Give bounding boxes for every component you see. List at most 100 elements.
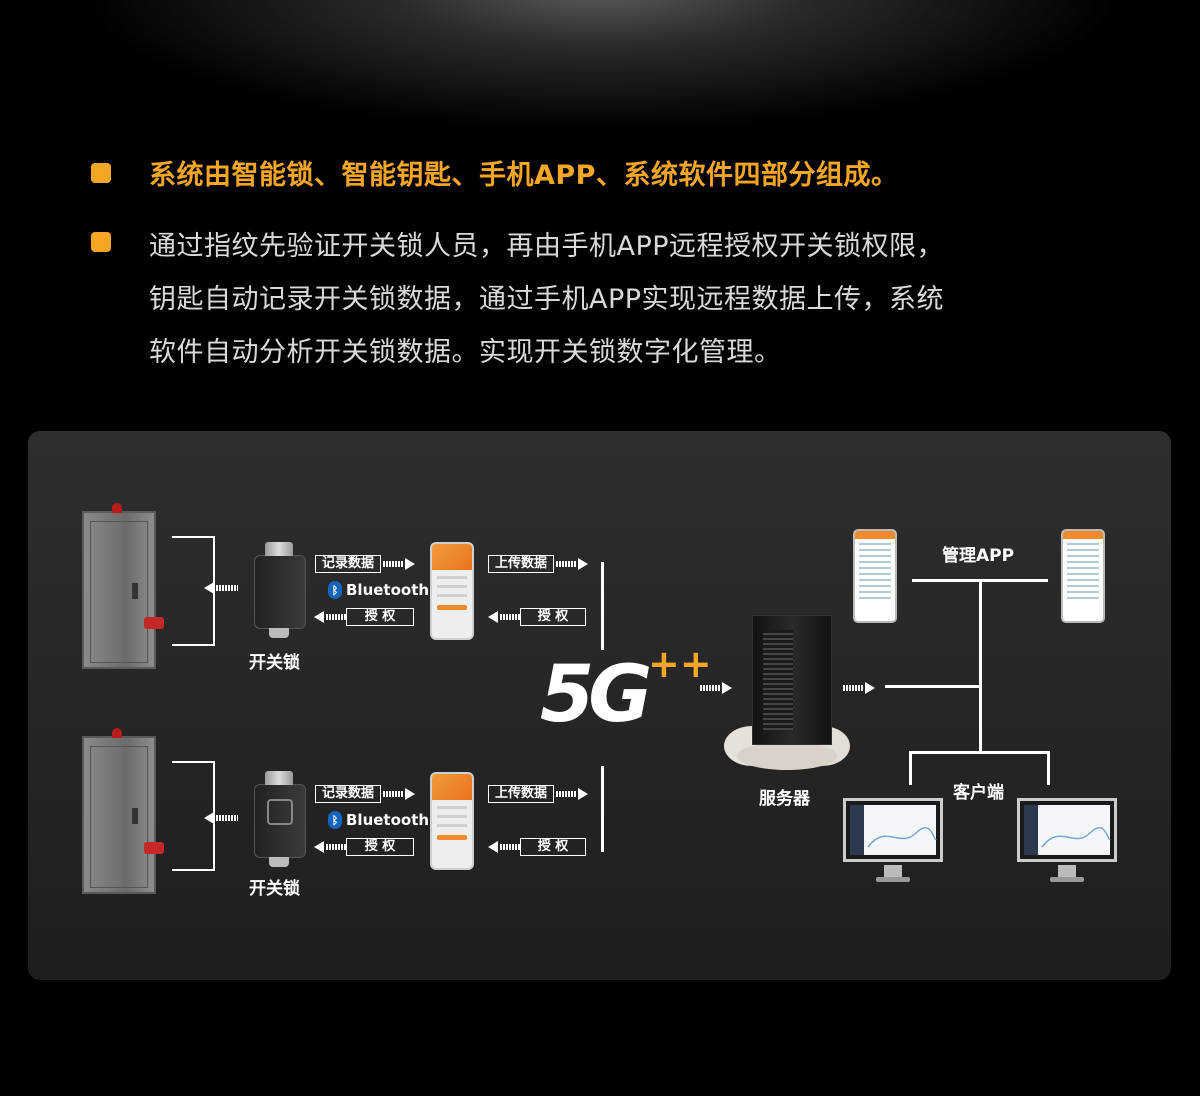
monitor-stand [1058, 865, 1076, 877]
phone-header [432, 544, 472, 570]
bluetooth-lower: ᛒ Bluetooth [328, 811, 429, 829]
phone-row [859, 543, 891, 545]
tree-line-h-top [912, 579, 1048, 582]
monitor-screen [850, 805, 937, 855]
monitor-sidebar [850, 805, 864, 855]
arrow-right-icon [700, 682, 732, 694]
phone-row [859, 585, 891, 587]
phone-header [1063, 531, 1103, 539]
authorize-tag-upper: 授 权 [346, 608, 414, 626]
electrical-cabinet-upper [82, 503, 164, 669]
cabinet-handle-icon [132, 583, 138, 599]
phone-row [859, 567, 891, 569]
monitor-foot [1050, 877, 1084, 882]
tree-line-drop-right [1047, 751, 1050, 785]
5g-logo: 5G ++ [540, 642, 712, 740]
cabinet-handle-icon [132, 808, 138, 824]
bullet-2 [91, 232, 111, 252]
client-monitor-right [1017, 798, 1117, 882]
chart-curve-icon [867, 827, 937, 848]
warning-lamp-icon [112, 503, 122, 513]
phone-row [1067, 573, 1099, 575]
tree-line-drop-left [909, 751, 912, 785]
phone-row [1067, 585, 1099, 587]
phone-row [859, 561, 891, 563]
manager-phone-left [853, 529, 897, 623]
description-line-2: 钥匙自动记录开关锁数据，通过手机APP实现远程数据上传，系统 [149, 284, 945, 315]
phone-row [859, 573, 891, 575]
fingerprint-sensor-icon [267, 799, 293, 825]
phone-row [859, 555, 891, 557]
phone-row [437, 806, 467, 809]
key-tip [269, 628, 289, 638]
phone-row [1067, 591, 1099, 593]
electrical-cabinet-lower [82, 728, 164, 894]
client-monitor-left [843, 798, 943, 882]
lock-caption-lower: 开关锁 [249, 879, 300, 899]
monitor-screen [1024, 805, 1111, 855]
phone-app-lower [430, 772, 474, 870]
smart-lock-red-icon [144, 842, 164, 854]
server-grill [763, 630, 793, 730]
phone-button [437, 605, 467, 610]
description-line-1: 通过指纹先验证开关锁人员，再由手机APP远程授权开关锁权限， [149, 231, 945, 262]
phone-row [859, 591, 891, 593]
authorize-tag-lower: 授 权 [346, 838, 414, 856]
phone-app-upper [430, 542, 474, 640]
warning-lamp-icon [112, 728, 122, 738]
monitor-foot [876, 877, 910, 882]
5g-plus-text: ++ [648, 642, 712, 686]
cabinet-door [90, 746, 148, 888]
headline: 系统由智能锁、智能钥匙、手机APP、系统软件四部分组成。 [149, 160, 899, 191]
record-data-tag-upper: 记录数据 [315, 555, 381, 573]
arrow-left-icon [488, 841, 520, 853]
manager-app-label: 管理APP [942, 546, 1015, 566]
arrow-left-icon [488, 611, 520, 623]
authorize2-tag-upper: 授 权 [520, 608, 586, 626]
arrow-right-icon [556, 788, 588, 800]
upload-data-tag-lower: 上传数据 [488, 785, 554, 803]
top-glow [0, 0, 1200, 160]
phone-header [855, 531, 895, 539]
phone-row [1067, 555, 1099, 557]
key-head [265, 771, 293, 785]
arrow-right-icon [383, 788, 415, 800]
phone-row [1067, 597, 1099, 599]
phone-row [437, 824, 467, 827]
connector-line-lower [601, 766, 604, 852]
5g-logo-text: 5G [540, 650, 652, 740]
authorize2-tag-lower: 授 权 [520, 838, 586, 856]
monitor-stand [884, 865, 902, 877]
description-line-3: 软件自动分析开关锁数据。实现开关锁数字化管理。 [149, 337, 782, 368]
phone-row [1067, 567, 1099, 569]
bluetooth-icon: ᛒ [328, 811, 342, 829]
phone-row [437, 815, 467, 818]
phone-row [859, 579, 891, 581]
phone-row [1067, 561, 1099, 563]
key-tip [269, 857, 289, 867]
bullet-1 [91, 163, 111, 183]
arrow-left-icon [204, 582, 238, 594]
phone-row [1067, 549, 1099, 551]
phone-row [437, 594, 467, 597]
key-head [265, 542, 293, 556]
record-data-tag-lower: 记录数据 [315, 785, 381, 803]
bluetooth-upper: ᛒ Bluetooth [328, 581, 429, 599]
phone-header [432, 774, 472, 800]
arrow-right-icon [383, 558, 415, 570]
phone-row [859, 597, 891, 599]
arrow-left-icon [204, 812, 238, 824]
server-label: 服务器 [759, 789, 810, 809]
chart-curve-icon [1041, 827, 1111, 848]
arrow-left-icon [314, 611, 346, 623]
phone-row [859, 549, 891, 551]
tree-line-v [979, 580, 982, 752]
tree-line-h-main [885, 685, 981, 688]
upload-data-tag-upper: 上传数据 [488, 555, 554, 573]
arrow-left-icon [314, 841, 346, 853]
arrow-right-icon [843, 682, 875, 694]
phone-row [437, 585, 467, 588]
cabinet-door [90, 521, 148, 663]
client-label: 客户端 [953, 783, 1004, 803]
phone-row [1067, 543, 1099, 545]
